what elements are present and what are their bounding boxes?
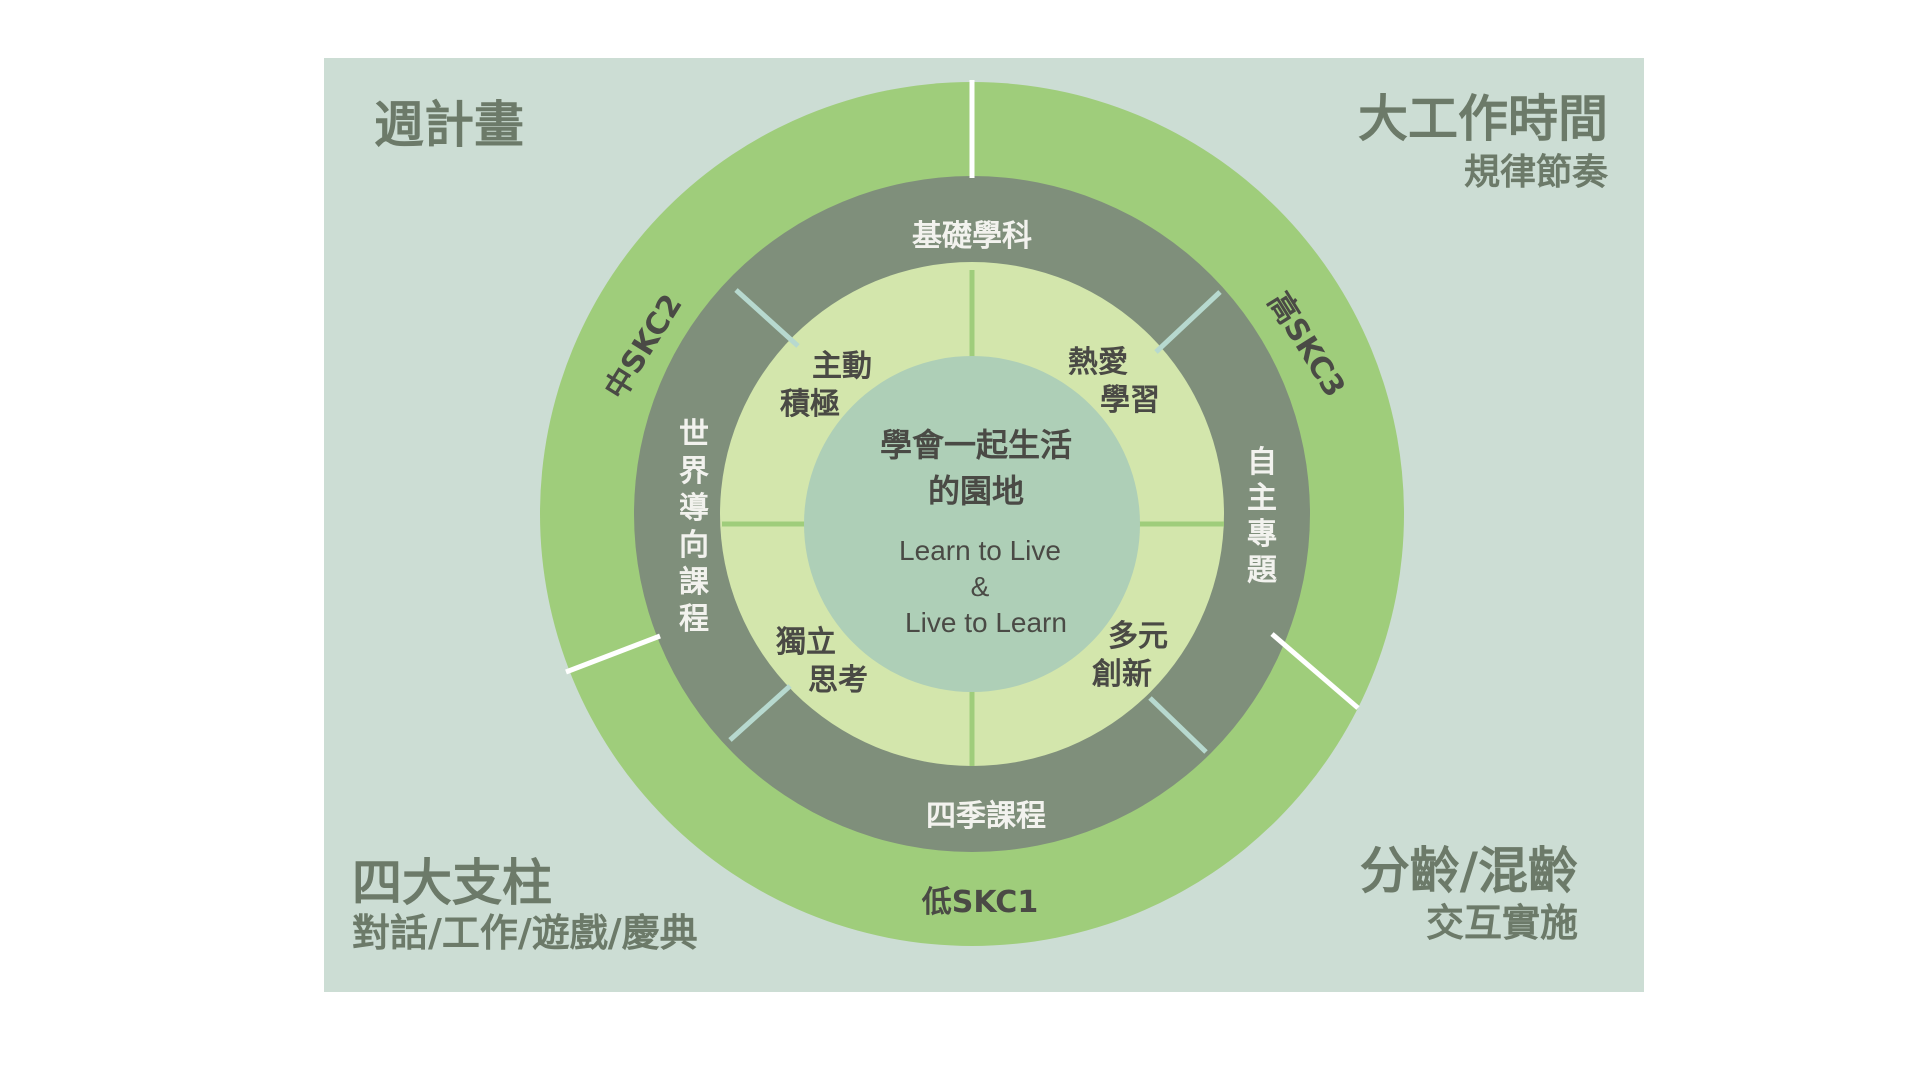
corner-bottom-left-title: 四大支柱 (352, 854, 552, 912)
center-title-line2: 的園地 (928, 472, 1024, 510)
inner-label-top-left-line2: 積極 (780, 387, 840, 422)
inner-label-top-left-line1: 主動 (812, 349, 872, 384)
middle-label-left-char: 世 (679, 417, 709, 452)
middle-divider-top-right (1154, 290, 1222, 354)
middle-label-right: 自 主 專 題 (1247, 445, 1277, 588)
center-en-line2: & (971, 571, 990, 602)
corner-top-left-title: 週計畫 (374, 96, 524, 154)
inner-label-bottom-right-line1: 多元 (1108, 619, 1168, 654)
inner-label-bottom-right-line2: 創新 (1092, 657, 1152, 692)
corner-top-right-subtitle: 規律節奏 (1464, 152, 1609, 193)
inner-label-bottom-left-line2: 思考 (808, 663, 868, 698)
center-title-line1: 學會一起生活 (880, 426, 1072, 464)
outer-label-low: 低SKC1 (921, 885, 1038, 920)
middle-label-right-char: 自 (1247, 445, 1277, 480)
inner-label-bottom-left-line1: 獨立 (776, 625, 836, 660)
middle-divider-top-left (734, 288, 800, 348)
middle-label-right-char: 專 (1247, 517, 1277, 552)
middle-label-right-char: 題 (1247, 553, 1277, 588)
outer-divider-left (565, 633, 661, 675)
inner-label-top-right-line1: 熱愛 (1068, 345, 1128, 380)
middle-divider-bottom-left (728, 684, 792, 742)
middle-label-left: 世 界 導 向 課 程 (679, 417, 710, 637)
corner-bottom-right-subtitle: 交互實施 (1426, 901, 1578, 945)
middle-divider-bottom-right (1148, 696, 1208, 754)
middle-label-right-char: 主 (1247, 481, 1277, 516)
center-circle (804, 356, 1140, 692)
middle-label-left-char: 向 (679, 528, 709, 563)
outer-divider-right (1270, 632, 1360, 710)
middle-label-top: 基礎學科 (912, 219, 1032, 254)
inner-label-top-right-line2: 學習 (1100, 383, 1160, 418)
corner-top-right-title: 大工作時間 (1358, 90, 1608, 148)
middle-label-left-char: 界 (679, 454, 709, 489)
middle-label-left-char: 導 (679, 491, 709, 526)
middle-label-left-char: 程 (679, 602, 709, 637)
center-en-line1: Learn to Live (899, 535, 1061, 566)
middle-label-left-char: 課 (679, 565, 710, 600)
center-en-line3: Live to Learn (905, 607, 1067, 638)
middle-label-bottom: 四季課程 (926, 799, 1046, 834)
corner-bottom-right-title: 分齡/混齡 (1360, 842, 1578, 900)
corner-bottom-left-subtitle: 對話/工作/遊戲/慶典 (352, 911, 698, 955)
